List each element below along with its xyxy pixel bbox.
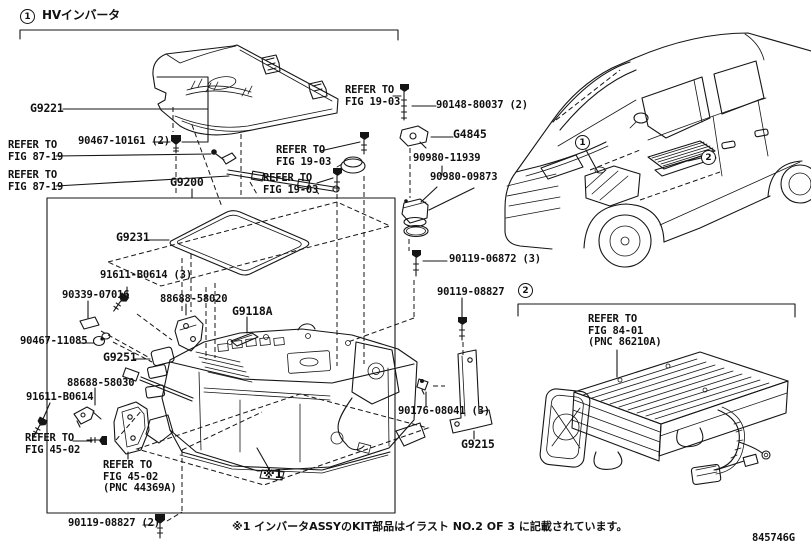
wire-clamp-parts — [211, 149, 340, 193]
filler-cap-part — [336, 156, 366, 174]
part-label-90980-09873: 90980-09873 — [430, 171, 498, 183]
part-label-90467-11085: 90467-11085 — [20, 335, 88, 347]
code-label-g9118a: G9118A — [232, 304, 273, 318]
assembly-kit-marker: ※1 — [263, 467, 283, 481]
bracket-part-58020 — [174, 315, 204, 352]
ref-label-fig-45-02-b: REFER TO FIG 45-02 (PNC 44369A) — [103, 459, 177, 494]
gasket-drawing — [169, 210, 310, 276]
bolt-icon — [33, 416, 48, 437]
bolt-icon — [458, 317, 467, 341]
converter-assembly-drawing — [539, 349, 789, 486]
section1-bracket — [19, 29, 399, 41]
section1-title: HVインバータ — [42, 8, 120, 22]
ref-label-fig-45-02-a: REFER TO FIG 45-02 — [25, 432, 81, 456]
bolt-icon — [400, 84, 409, 121]
bolt-icon — [86, 436, 107, 445]
code-label-g9251: G9251 — [103, 350, 137, 364]
ref-label-fig-19-03-c: REFER TO FIG 19-03 — [263, 172, 319, 196]
van-drawing — [504, 32, 811, 268]
part-label-90148-80037: 90148-80037 (2) — [436, 99, 528, 111]
part-label-90119-08827: 90119-08827 — [437, 286, 505, 298]
section2-bracket — [517, 303, 796, 318]
part-label-88688-58030: 88688-58030 — [67, 377, 135, 389]
stay-bracket-g9215 — [449, 349, 493, 434]
bolt-icon — [171, 135, 181, 154]
grommet-part-90467 — [92, 332, 111, 347]
pad-part-g9251 — [150, 346, 175, 367]
bolt-icon — [412, 250, 421, 277]
part-label-91611-B0614: 91611-B0614 — [26, 391, 94, 403]
part-label-91611-B0614-3: 91611-B0614 (3) — [100, 269, 192, 281]
water-inlet-part — [401, 198, 429, 238]
part-label-88688-58020: 88688-58020 — [160, 293, 228, 305]
leader-lines-left — [42, 286, 270, 526]
ref-label-fig-19-03-b: REFER TO FIG 19-03 — [276, 144, 332, 168]
ref-label-fig-19-03-a: REFER TO FIG 19-03 — [345, 84, 401, 108]
van-callout-2: 2 — [701, 150, 716, 165]
part-label-90467-10161: 90467-10161 (2) — [78, 135, 170, 147]
figure-number: 845746G — [752, 532, 795, 544]
ref-label-fig-87-19-a: REFER TO FIG 87-19 — [8, 139, 64, 163]
footnote: ※1 インバータASSYのKIT部品はイラスト NO.2 OF 3 に記載されて… — [232, 520, 628, 533]
leader-lines-right — [316, 95, 475, 440]
bolt-icon — [155, 514, 165, 539]
sensor-screw-part — [416, 378, 429, 395]
code-label-g9231: G9231 — [116, 230, 150, 244]
leader-lines-top — [55, 76, 230, 241]
ref-label-fig-84-01: REFER TO FIG 84-01 (PNC 86210A) — [588, 313, 662, 348]
nameplate-g9118a — [230, 332, 259, 347]
part-label-90980-11939: 90980-11939 — [413, 152, 481, 164]
part-label-90339-07016: 90339-07016 — [62, 289, 130, 301]
part-label-90119-08827-2: 90119-08827 (2) — [68, 517, 160, 529]
section2-marker: 2 — [518, 283, 533, 298]
ref-label-fig-87-19-b: REFER TO FIG 87-19 — [8, 169, 64, 193]
code-label-g9221: G9221 — [30, 101, 64, 115]
g9200-box — [46, 188, 396, 514]
van-callout-1-marker — [585, 149, 599, 173]
bracket-part-44369a — [113, 401, 150, 455]
code-label-g9200: G9200 — [170, 175, 204, 189]
bolt-icon — [113, 292, 130, 312]
clamp-part-58030 — [73, 406, 102, 428]
g4845-clamp-part — [399, 125, 429, 149]
part-label-90176-08041: 90176-08041 (3) — [398, 405, 490, 417]
code-label-g9215: G9215 — [461, 437, 495, 451]
code-label-g4845: G4845 — [453, 127, 487, 141]
dashed-lines — [100, 107, 464, 522]
engine-cover-drawing — [152, 44, 339, 136]
bolt-icon — [333, 168, 342, 193]
van-callout-1: 1 — [575, 135, 590, 150]
inverter-assembly-drawing — [122, 323, 426, 481]
van-callout-2-marker — [687, 157, 702, 162]
cushion-part-90339 — [79, 316, 100, 330]
bolt-icon — [360, 132, 369, 155]
section1-marker: 1 — [20, 9, 35, 24]
part-label-90119-06872: 90119-06872 (3) — [449, 253, 541, 265]
